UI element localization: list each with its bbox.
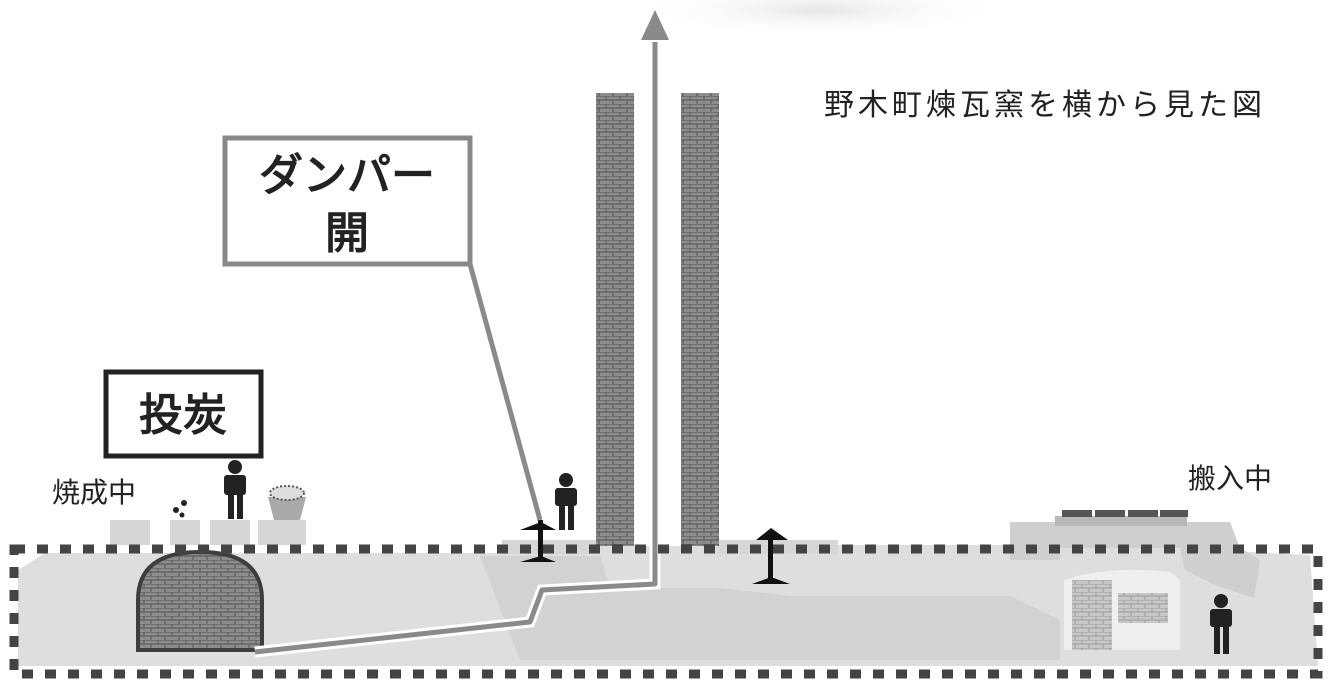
kiln-outline xyxy=(9,544,1323,679)
diagram-caption: 野木町煉瓦窯を横から見た図 xyxy=(824,88,1266,123)
coal-callout-box xyxy=(103,369,264,459)
loading-label: 搬入中 xyxy=(1188,462,1272,495)
coal-label: 投炭 xyxy=(139,390,227,441)
firing-label: 焼成中 xyxy=(52,476,136,509)
damper-label: ダンパー xyxy=(259,150,435,201)
person-icon xyxy=(1210,594,1232,654)
firing-chamber xyxy=(136,549,264,652)
loading-chamber xyxy=(1064,569,1180,650)
coal-bucket-icon xyxy=(268,485,306,520)
up-arrow-icon xyxy=(641,10,669,40)
damper-callout-box xyxy=(222,135,473,267)
damper-open-label: 開 xyxy=(325,208,369,259)
chimney xyxy=(596,93,719,546)
damper-callout-line xyxy=(467,263,543,521)
person-icon xyxy=(555,473,577,530)
kiln-body xyxy=(18,510,1318,666)
damper-right-icon xyxy=(752,528,790,584)
smoke-cloud xyxy=(630,0,1010,38)
damper-left-icon xyxy=(520,520,556,562)
coal-pieces-icon xyxy=(173,500,187,518)
person-icon xyxy=(224,460,246,519)
